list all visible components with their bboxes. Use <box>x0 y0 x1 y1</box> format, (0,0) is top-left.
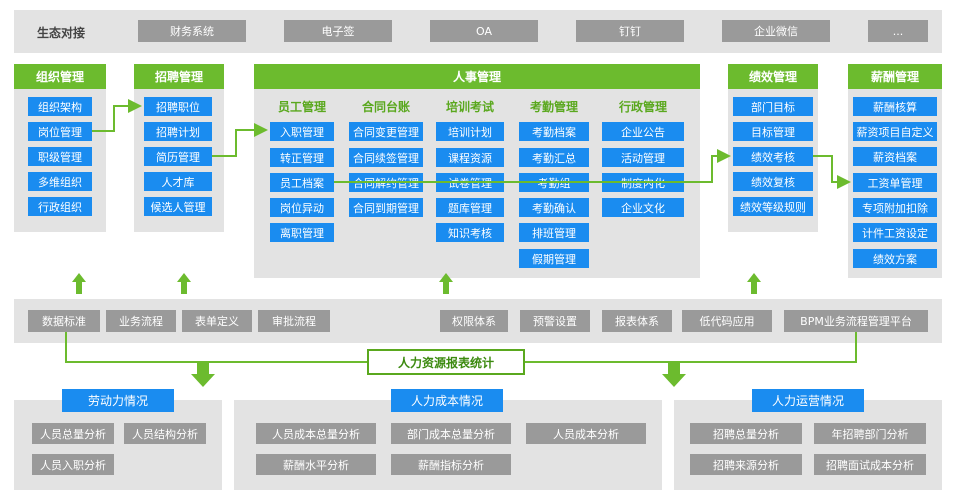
report-panel-ops <box>674 400 942 490</box>
hr-panel <box>254 64 700 278</box>
org-item[interactable]: 岗位管理 <box>28 122 92 141</box>
salary-item[interactable]: 专项附加扣除 <box>853 198 937 217</box>
recruit-item[interactable]: 候选人管理 <box>144 197 212 216</box>
platform-item[interactable]: 报表体系 <box>602 310 672 332</box>
recruit-item[interactable]: 招聘职位 <box>144 97 212 116</box>
hr-training-item[interactable]: 知识考核 <box>436 223 504 242</box>
hr-staff-item[interactable]: 岗位异动 <box>270 198 334 217</box>
org-item[interactable]: 职级管理 <box>28 147 92 166</box>
report-item[interactable]: 人员成本总量分析 <box>256 423 376 444</box>
hr-admin-item[interactable]: 企业文化 <box>602 198 684 217</box>
eco-dingtalk[interactable]: 钉钉 <box>576 20 684 42</box>
report-item[interactable]: 招聘面试成本分析 <box>814 454 926 475</box>
eco-wecom[interactable]: 企业微信 <box>722 20 830 42</box>
eco-finance[interactable]: 财务系统 <box>138 20 246 42</box>
connector-recruit-hr <box>212 123 268 157</box>
connector-right-to-center <box>525 332 857 363</box>
perf-item[interactable]: 部门目标 <box>733 97 813 116</box>
perf-item[interactable]: 绩效等级规则 <box>733 197 813 216</box>
recruit-item[interactable]: 招聘计划 <box>144 122 212 141</box>
hr-staff-item[interactable]: 员工档案 <box>270 173 334 192</box>
salary-item[interactable]: 薪酬核算 <box>853 97 937 116</box>
hr-attendance-item[interactable]: 考勤确认 <box>519 198 589 217</box>
hr-admin-item[interactable]: 活动管理 <box>602 148 684 167</box>
eco-oa[interactable]: OA <box>430 20 538 42</box>
hr-col-title-staff: 员工管理 <box>277 100 326 114</box>
hr-training-item[interactable]: 培训计划 <box>436 122 504 141</box>
salary-item[interactable]: 工资单管理 <box>853 173 937 192</box>
report-panel-labor <box>14 400 222 490</box>
hr-training-item[interactable]: 题库管理 <box>436 198 504 217</box>
report-item[interactable]: 薪酬水平分析 <box>256 454 376 475</box>
perf-item[interactable]: 目标管理 <box>733 122 813 141</box>
hr-attendance-item[interactable]: 假期管理 <box>519 249 589 268</box>
connector-left-to-center <box>65 332 367 363</box>
hr-col-title-contract: 合同台账 <box>361 100 410 114</box>
report-center-box[interactable]: 人力资源报表统计 <box>367 349 525 375</box>
connector-perf-salary <box>813 155 851 189</box>
hr-attendance-item[interactable]: 排班管理 <box>519 223 589 242</box>
platform-item[interactable]: 预警设置 <box>520 310 590 332</box>
platform-item[interactable]: 审批流程 <box>258 310 330 332</box>
report-title-labor: 劳动力情况 <box>62 389 174 412</box>
report-title-ops: 人力运营情况 <box>752 389 864 412</box>
platform-item[interactable]: 低代码应用 <box>682 310 772 332</box>
report-item[interactable]: 招聘来源分析 <box>690 454 802 475</box>
org-title: 组织管理 <box>14 64 106 89</box>
recruit-title: 招聘管理 <box>134 64 224 89</box>
report-item[interactable]: 人员总量分析 <box>32 423 114 444</box>
platform-item[interactable]: 数据标准 <box>28 310 100 332</box>
down-arrow-icon <box>191 362 686 387</box>
report-panel-cost <box>234 400 662 490</box>
salary-item[interactable]: 绩效方案 <box>853 249 937 268</box>
hr-contract-item[interactable]: 合同到期管理 <box>349 198 423 217</box>
salary-item[interactable]: 薪资项目自定义 <box>853 122 937 141</box>
report-item[interactable]: 薪酬指标分析 <box>391 454 511 475</box>
hr-staff-item[interactable]: 离职管理 <box>270 223 334 242</box>
recruit-item[interactable]: 人才库 <box>144 172 212 191</box>
hr-col-title-training: 培训考试 <box>445 100 494 114</box>
salary-item[interactable]: 计件工资设定 <box>853 223 937 242</box>
hr-contract-item[interactable]: 合同续签管理 <box>349 148 423 167</box>
hr-attendance-item[interactable]: 考勤汇总 <box>519 148 589 167</box>
hr-training-item[interactable]: 课程资源 <box>436 148 504 167</box>
hr-col-title-attendance: 考勤管理 <box>529 100 578 114</box>
eco-esign[interactable]: 电子签 <box>284 20 392 42</box>
salary-title: 薪酬管理 <box>848 64 942 89</box>
report-item[interactable]: 人员成本分析 <box>526 423 646 444</box>
salary-item[interactable]: 薪资档案 <box>853 147 937 166</box>
perf-item[interactable]: 绩效考核 <box>733 147 813 166</box>
platform-item[interactable]: BPM业务流程管理平台 <box>784 310 928 332</box>
hr-admin-item[interactable]: 企业公告 <box>602 122 684 141</box>
ecosystem-label: 生态对接 <box>37 26 86 40</box>
org-item[interactable]: 多维组织 <box>28 172 92 191</box>
report-item[interactable]: 人员结构分析 <box>124 423 206 444</box>
recruit-item[interactable]: 简历管理 <box>144 147 212 166</box>
connector-org-recruit <box>92 99 142 132</box>
platform-item[interactable]: 表单定义 <box>182 310 252 332</box>
hr-staff-item[interactable]: 转正管理 <box>270 148 334 167</box>
report-item[interactable]: 年招聘部门分析 <box>814 423 926 444</box>
report-title-cost: 人力成本情况 <box>391 389 503 412</box>
hr-attendance-item[interactable]: 考勤档案 <box>519 122 589 141</box>
hr-col-title-admin: 行政管理 <box>618 100 667 114</box>
hr-staff-item[interactable]: 入职管理 <box>270 122 334 141</box>
perf-title: 绩效管理 <box>728 64 818 89</box>
platform-item[interactable]: 业务流程 <box>106 310 176 332</box>
connector-hr-perf <box>684 149 731 183</box>
report-item[interactable]: 招聘总量分析 <box>690 423 802 444</box>
up-arrow-icon <box>72 273 761 294</box>
perf-item[interactable]: 绩效复核 <box>733 172 813 191</box>
report-item[interactable]: 部门成本总量分析 <box>391 423 511 444</box>
report-item[interactable]: 人员入职分析 <box>32 454 114 475</box>
hr-contract-item[interactable]: 合同变更管理 <box>349 122 423 141</box>
org-item[interactable]: 行政组织 <box>28 197 92 216</box>
eco-more[interactable]: ... <box>868 20 928 42</box>
platform-item[interactable]: 权限体系 <box>440 310 508 332</box>
org-item[interactable]: 组织架构 <box>28 97 92 116</box>
hr-title: 人事管理 <box>254 64 700 89</box>
